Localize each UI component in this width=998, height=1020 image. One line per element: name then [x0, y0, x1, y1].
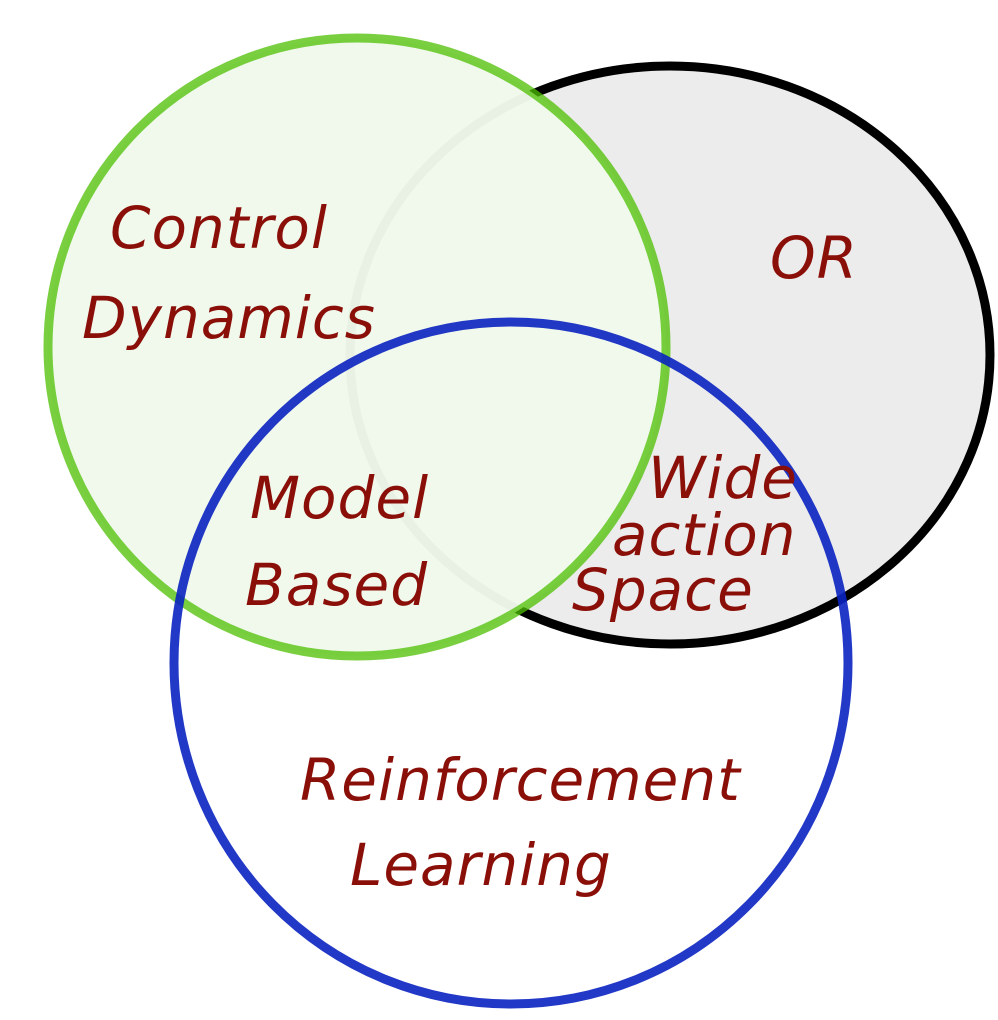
control-dynamics-set-circle	[43, 33, 671, 661]
model-based-line2: Based	[245, 551, 428, 619]
control-label-line2: Dynamics	[82, 284, 376, 352]
rl-label-line1: Reinforcement	[300, 746, 742, 814]
rl-label-line2: Learning	[350, 831, 612, 899]
reinforcement-learning-set-circle	[169, 317, 853, 1009]
wide-action-line3: Space	[572, 556, 754, 624]
or-label: OR	[770, 224, 858, 292]
wide-action-line1: Wide	[648, 444, 798, 512]
wide-action-line2: action	[612, 501, 797, 569]
model-based-line1: Model	[250, 464, 429, 532]
control-label-line1: Control	[110, 194, 328, 262]
